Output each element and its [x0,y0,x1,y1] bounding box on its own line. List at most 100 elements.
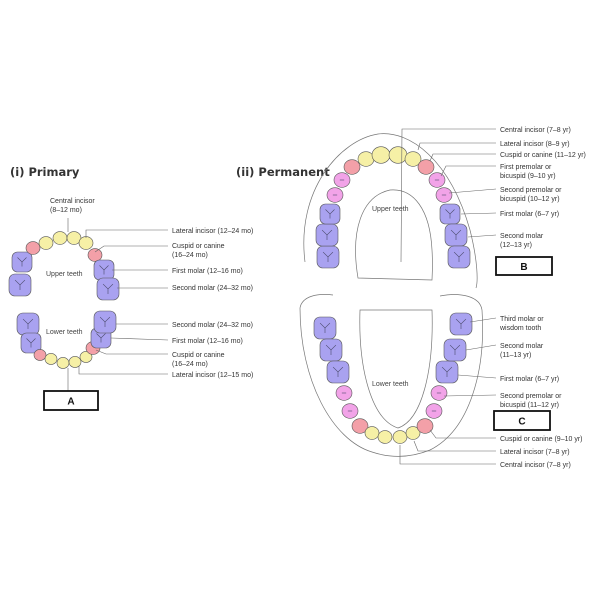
permanent-upper-14-molar-tooth [444,223,468,247]
permanent-lower-gum [299,294,483,457]
permanent-upper-6-incisor-tooth [357,151,375,167]
primary-lower-2-canine-tooth [33,349,47,361]
teeth-layer [8,146,473,444]
primary-lower-5-incisor-tooth [68,356,82,368]
permanent-lower-4-premolar-tooth [341,403,359,419]
permanent-upper-second-molar-label: Second molar (12–13 yr) [500,233,545,249]
leader-line [417,142,496,151]
permanent-lower-third-molar-label: Third molar or wisdom tooth [499,316,546,332]
permanent-upper-0-molar-tooth [316,245,340,269]
leader-line [399,445,496,465]
permanent-lower-6-incisor-tooth [364,426,380,440]
primary-lower-4-incisor-tooth [56,357,70,369]
permanent-upper-13-molar-tooth [439,203,461,225]
permanent-upper-2-molar-tooth [319,203,341,225]
permanent-lower-tongue [359,309,433,429]
primary-lower-canine-label: Cuspid or canine (16–24 mo) [172,352,226,368]
leader-line [400,128,496,263]
permanent-lower-first-molar-label: First molar (6–7 yr) [500,376,559,383]
primary-upper-1-molar-tooth [11,251,33,273]
primary-upper-canine-line-2: (16–24 mo) [172,252,208,259]
primary-upper-7-canine-tooth [87,248,103,262]
permanent-upper-label: Upper teeth [372,206,409,213]
leader-line [95,349,168,355]
permanent-upper-9-incisor-tooth [404,151,422,167]
primary-lower-lateral-incisor-label: Lateral incisor (12–15 mo) [172,372,253,379]
primary-upper-lateral-incisor-line-1: Lateral incisor (12–24 mo) [172,228,253,235]
permanent-upper-second-molar-line-1: Second molar [500,233,544,240]
leader-line [110,337,169,341]
primary-central-incisor-line-2: (8–12 mo) [50,207,82,214]
leader-line [469,317,497,323]
permanent-lower-canine-label: Cuspid or canine (9–10 yr) [500,436,583,443]
permanent-lower-12-premolar-tooth [430,385,448,401]
permanent-lower-1-molar-tooth [319,338,343,362]
permanent-upper-second-molar-line-2: (12–13 yr) [500,242,532,249]
primary-central-incisor-label: Central incisor (8–12 mo) [50,198,97,214]
permanent-upper-canine-label: Cuspid or canine (11–12 yr) [500,152,586,159]
primary-lower-second-molar-line-1: Second molar (24–32 mo) [172,322,253,329]
permanent-upper-first-premolar-line-2: bicuspid (9–10 yr) [500,173,556,180]
permanent-upper-lateral-incisor-line-1: Lateral incisor (8–9 yr) [500,141,570,148]
permanent-lower-2-molar-tooth [326,360,350,384]
permanent-lower-13-molar-tooth [435,360,459,384]
primary-upper-second-molar-line-1: Second molar (24–32 mo) [172,285,253,292]
primary-upper-0-molar-tooth [8,273,32,297]
permanent-lower-canine-line-1: Cuspid or canine (9–10 yr) [500,436,583,443]
leader-line [440,165,496,177]
permanent-lower-second-molar-label: Second molar (11–13 yr) [500,343,545,359]
permanent-upper-canine-line-1: Cuspid or canine (11–12 yr) [500,152,586,159]
primary-upper-2-canine-tooth [25,241,41,255]
permanent-lower-third-molar-line-2: wisdom tooth [499,325,541,332]
permanent-lower-second-premolar-label: Second premolar or bicuspid (11–12 yr) [500,393,563,409]
permanent-lower-15-molar-tooth [449,312,473,336]
leader-line [429,429,496,439]
primary-upper-label: Upper teeth [46,271,83,278]
permanent-lower-central-incisor-label: Central incisor (7–8 yr) [500,462,571,469]
primary-upper-second-molar-label: Second molar (24–32 mo) [172,285,253,292]
permanent-lower-7-incisor-tooth [377,430,393,444]
primary-lower-9-molar-tooth [93,310,117,334]
permanent-upper-second-premolar-line-1: Second premolar or [500,187,562,194]
box-c [493,410,551,431]
box-a [43,390,99,411]
permanent-upper-first-molar-line-1: First molar (6–7 yr) [500,211,559,218]
primary-lower-0-molar-tooth [16,312,40,336]
permanent-lower-lateral-incisor-line-1: Lateral incisor (7–8 yr) [500,449,570,456]
leader-line [443,394,497,397]
leader-line [465,344,497,351]
permanent-lower-second-premolar-line-1: Second premolar or [500,393,562,400]
permanent-upper-second-premolar-label: Second premolar or bicuspid (10–12 yr) [500,187,563,203]
permanent-lower-second-premolar-line-2: bicuspid (11–12 yr) [500,402,559,409]
primary-upper-first-molar-line-1: First molar (12–16 mo) [172,268,243,275]
primary-lower-label: Lower teeth [46,329,83,336]
permanent-upper-15-molar-tooth [447,245,471,269]
primary-upper-4-incisor-tooth [52,231,68,245]
permanent-upper-first-premolar-line-1: First premolar or [500,164,552,171]
primary-upper-9-molar-tooth [96,277,120,301]
permanent-lower-central-incisor-line-1: Central incisor (7–8 yr) [500,462,571,469]
permanent-lower-5-canine-tooth [351,418,369,434]
leader-line [448,188,497,194]
permanent-upper-palate [355,189,433,281]
primary-upper-canine-line-1: Cuspid or canine [172,243,225,250]
leader-line [85,229,168,238]
permanent-upper-central-incisor-label: Central incisor (7–8 yr) [500,127,571,134]
primary-upper-6-incisor-tooth [78,236,94,250]
permanent-lower-9-incisor-tooth [405,426,421,440]
leader-line [460,212,497,215]
leader-line [78,366,168,375]
permanent-lower-label: Lower teeth [372,381,409,388]
permanent-lower-lateral-incisor-label: Lateral incisor (7–8 yr) [500,449,570,456]
primary-lower-second-molar-label: Second molar (24–32 mo) [172,322,253,329]
permanent-upper-3-premolar-tooth [326,187,344,203]
box-b-label: B [520,262,527,273]
permanent-upper-1-molar-tooth [315,223,339,247]
primary-title: (i) Primary [10,165,80,179]
permanent-upper-5-canine-tooth [343,159,361,175]
primary-upper-first-molar-label: First molar (12–16 mo) [172,268,243,275]
permanent-upper-second-premolar-line-2: bicuspid (10–12 yr) [500,196,560,203]
permanent-upper-gum [303,133,478,289]
permanent-upper-first-molar-label: First molar (6–7 yr) [500,211,559,218]
